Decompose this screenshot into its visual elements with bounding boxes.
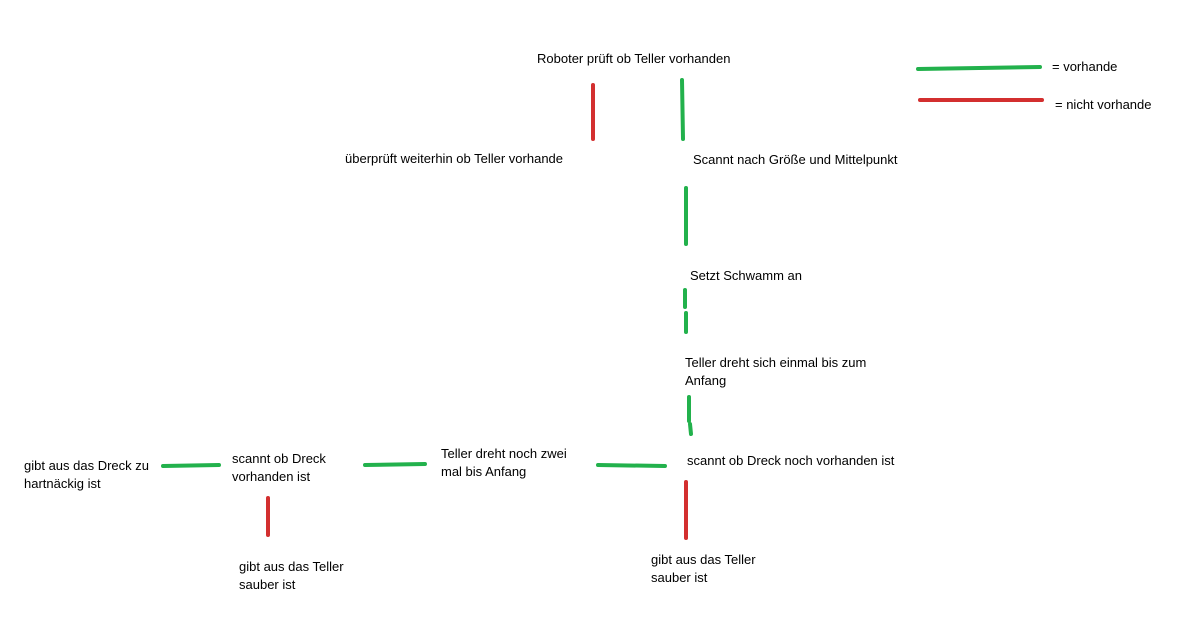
- node-rotate-twice: Teller dreht noch zwei mal bis Anfang: [441, 446, 567, 479]
- node-keep-checking: überprüft weiterhin ob Teller vorhande: [345, 151, 564, 166]
- connector-present-stubborn: [161, 463, 221, 468]
- node-clean-right: gibt aus das Teller sauber ist: [651, 552, 756, 585]
- node-stubborn: gibt aus das Dreck zu hartnäckig ist: [24, 458, 150, 491]
- legend-absent-label: = nicht vorhande: [1055, 97, 1152, 112]
- node-scan-size: Scannt nach Größe und Mittelpunkt: [693, 152, 898, 167]
- node-sponge: Setzt Schwamm an: [690, 268, 802, 283]
- node-start: Roboter prüft ob Teller vorhanden: [537, 51, 731, 66]
- node-scan-dirt: scannt ob Dreck noch vorhanden ist: [687, 453, 895, 468]
- node-rotate-once: Teller dreht sich einmal bis zum Anfang: [685, 355, 867, 388]
- connector-present-scan-size: [680, 78, 685, 141]
- node-scan-dirt-2: scannt ob Dreck vorhanden ist: [232, 451, 326, 484]
- legend-present-label: = vorhande: [1052, 59, 1118, 74]
- connector-present-rotate-twice: [596, 463, 667, 468]
- connector-present-scan-dirt-2: [363, 462, 427, 467]
- legend-present-line: [916, 65, 1042, 71]
- node-clean-left: gibt aus das Teller sauber ist: [239, 559, 344, 592]
- connector-present-scan-dirt-b: [688, 422, 693, 436]
